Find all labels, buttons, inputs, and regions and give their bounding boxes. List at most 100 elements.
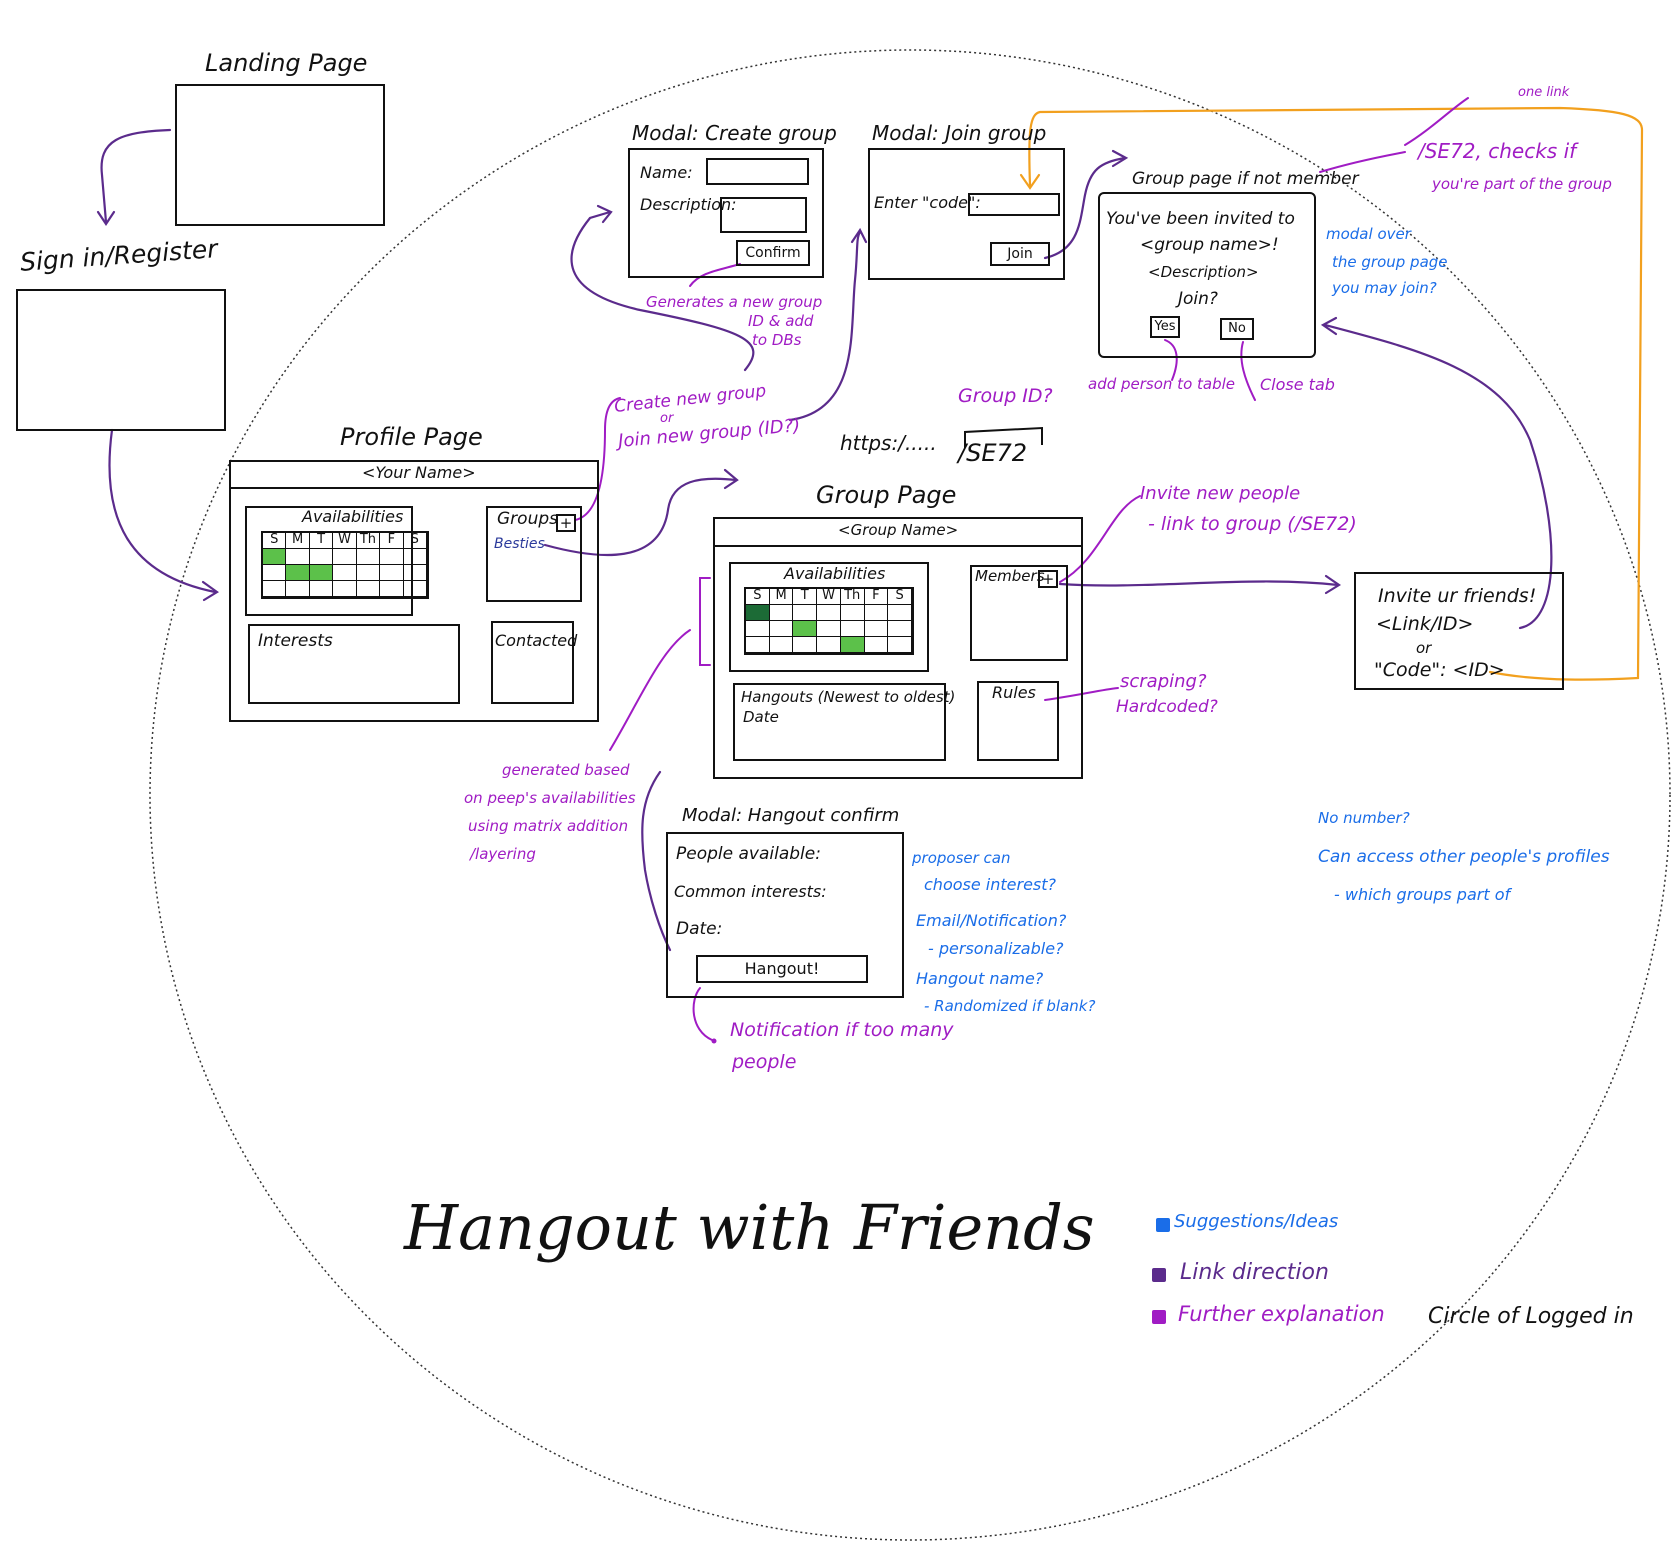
invite-line1: Invite ur friends! <box>1378 585 1537 607</box>
nonmember-line2: <group name>! <box>1140 235 1279 255</box>
note-scraping-1: scraping? <box>1120 671 1207 692</box>
hangouts-title: Hangouts (Newest to oldest) <box>741 688 956 706</box>
profile-page-label: Profile Page <box>340 423 483 451</box>
legend-label-link: Link direction <box>1180 1260 1329 1285</box>
arrow-invite-link-to-nonmember <box>1323 323 1553 630</box>
invite-line3: or <box>1416 639 1432 657</box>
nonmember-label: Group page if not member <box>1132 169 1359 189</box>
join-modal-label: Modal: Join group <box>872 121 1047 145</box>
invite-line4: "Code": <ID> <box>1374 659 1505 681</box>
logged-in-circle <box>149 49 1671 1541</box>
contacted-title: Contacted <box>495 631 578 650</box>
arrow-create-to-modal <box>570 210 755 372</box>
note-no-number: No number? <box>1318 809 1410 827</box>
legend-swatch-link <box>1152 1268 1166 1282</box>
note-notification-2: people <box>732 1051 797 1073</box>
connector-rules-note <box>1044 687 1119 701</box>
note-modal-over-2: the group page <box>1332 253 1448 271</box>
join-code-input[interactable] <box>968 193 1060 216</box>
note-proposer-6: - Randomized if blank? <box>924 997 1096 1015</box>
create-modal-box <box>628 148 824 278</box>
note-checks-2: you're part of the group <box>1432 175 1612 193</box>
profile-page-box <box>229 460 599 722</box>
connector-bracket <box>699 577 711 666</box>
members-panel <box>970 565 1068 661</box>
legend-circle-note: Circle of Logged in <box>1428 1304 1634 1329</box>
note-modal-over-1: modal over <box>1326 225 1411 243</box>
arrow-landing-to-signin <box>100 128 172 224</box>
connector-hangout-note <box>692 987 713 1041</box>
arrow-join-btn-to-nonmember <box>1043 156 1127 260</box>
url-bracket <box>964 426 1043 448</box>
add-group-button[interactable]: + <box>556 514 576 532</box>
connector-onelink-note <box>1404 97 1469 146</box>
hangout-button[interactable]: Hangout! <box>696 955 868 983</box>
hangout-modal-label: Modal: Hangout confirm <box>682 805 900 826</box>
connector-no-note <box>1240 341 1256 401</box>
join-modal-box <box>868 148 1065 280</box>
note-dot <box>711 1038 717 1044</box>
url-prefix: https:/..... <box>840 431 937 455</box>
note-proposer-2: choose interest? <box>924 875 1057 894</box>
note-checks-1: /SE72, checks if <box>1418 139 1577 163</box>
nonmember-line4: Join? <box>1178 289 1218 309</box>
connector-confirm-note <box>689 263 741 287</box>
hangout-date: Date: <box>676 919 723 939</box>
yes-button[interactable]: Yes <box>1150 316 1180 338</box>
profile-availabilities-panel <box>245 506 413 616</box>
legend-swatch-suggestions <box>1156 1218 1170 1232</box>
note-generated-2: on peep's availabilities <box>464 789 636 807</box>
note-generated-3: using matrix addition <box>468 817 629 835</box>
note-generates-2: ID & add <box>748 312 814 330</box>
no-button[interactable]: No <box>1220 318 1254 340</box>
note-modal-over-3: you may join? <box>1332 279 1437 297</box>
note-invite-2: - link to group (/SE72) <box>1148 513 1357 535</box>
group-page-header: <Group Name> <box>838 521 959 539</box>
create-modal-label: Modal: Create group <box>632 121 837 145</box>
interests-panel <box>248 624 460 704</box>
group-availabilities-panel <box>729 562 929 672</box>
hangout-modal-box <box>666 832 904 998</box>
group-page-label: Group Page <box>816 481 957 509</box>
signin-box[interactable] <box>16 289 226 431</box>
join-button[interactable]: Join <box>990 242 1050 266</box>
note-create-2: or <box>660 411 674 426</box>
note-one-link: one link <box>1518 85 1570 100</box>
note-can-access-1: Can access other people's profiles <box>1318 847 1610 867</box>
hangouts-date: Date <box>743 708 779 726</box>
url-note: Group ID? <box>958 385 1053 407</box>
connector-groups-note <box>574 397 621 521</box>
connector-yes-note <box>1164 339 1178 381</box>
hangout-interests: Common interests: <box>674 882 827 901</box>
group-header-line <box>713 545 1083 547</box>
add-member-button[interactable]: + <box>1038 570 1058 588</box>
url-path: /SE72 <box>958 439 1028 467</box>
note-proposer-1: proposer can <box>912 849 1011 867</box>
note-can-access-2: - which groups part of <box>1334 885 1511 904</box>
create-desc-input[interactable] <box>720 197 807 233</box>
note-generates-3: to DBs <box>752 331 802 349</box>
connector-checks-note <box>1319 151 1406 173</box>
note-proposer-5: Hangout name? <box>916 969 1044 988</box>
connector-generated-note <box>609 629 691 751</box>
profile-header: <Your Name> <box>362 463 476 482</box>
group-item-besties[interactable]: Besties <box>494 536 545 552</box>
hangout-people: People available: <box>676 844 821 864</box>
create-name-label: Name: <box>640 163 693 182</box>
create-name-input[interactable] <box>706 158 809 185</box>
groups-panel <box>486 506 582 602</box>
connector-members-note <box>1059 495 1141 583</box>
create-confirm-button[interactable]: Confirm <box>736 240 810 266</box>
rules-panel <box>977 681 1059 761</box>
profile-header-line <box>229 487 599 489</box>
groups-title: Groups <box>497 509 558 529</box>
note-invite-1: Invite new people <box>1140 483 1301 504</box>
note-generated-1: generated based <box>502 761 630 779</box>
nonmember-line1: You've been invited to <box>1106 209 1295 229</box>
landing-page-box[interactable] <box>175 84 385 226</box>
nonmember-box <box>1098 192 1316 358</box>
note-proposer-3: Email/Notification? <box>916 911 1067 930</box>
legend-label-suggestions: Suggestions/Ideas <box>1174 1211 1339 1232</box>
